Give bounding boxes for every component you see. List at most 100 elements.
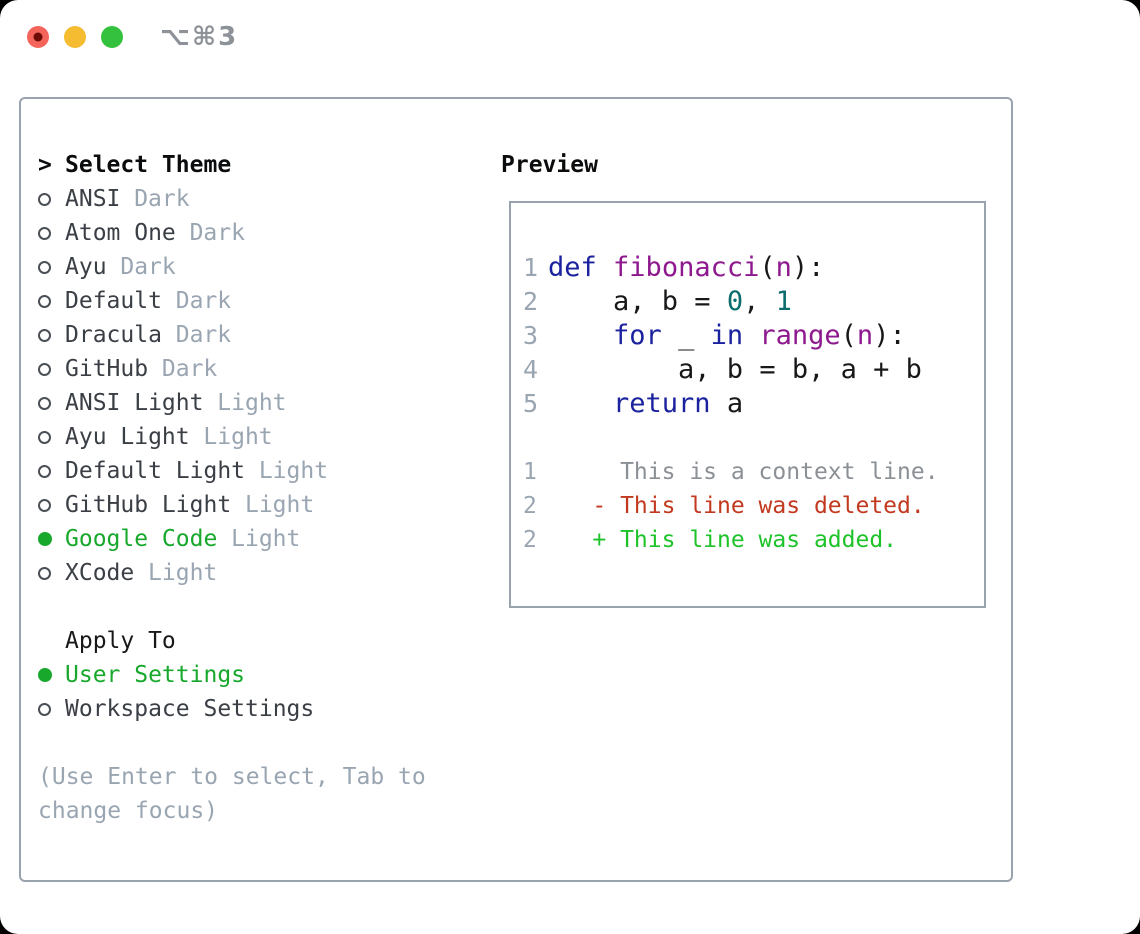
- code-token: _: [661, 320, 711, 351]
- theme-option[interactable]: Ayu Light Light: [38, 420, 328, 454]
- apply-to-label: Workspace Settings: [65, 696, 315, 722]
- code-token: ):: [791, 252, 825, 283]
- theme-name: GitHub: [65, 356, 149, 382]
- theme-name: Default: [65, 288, 162, 314]
- theme-list-title: Select Theme: [65, 152, 232, 178]
- radio-icon: [38, 362, 51, 376]
- code-line: 2 a, b = 0, 1: [523, 285, 939, 319]
- line-number: 2: [523, 287, 539, 316]
- code-line: 5 return a: [523, 387, 939, 421]
- diff-text: + This line was added.: [537, 527, 898, 553]
- theme-name: XCode: [65, 560, 135, 586]
- line-number: 2: [523, 493, 537, 519]
- theme-option[interactable]: ANSI Dark: [38, 182, 328, 216]
- theme-name: ANSI: [65, 186, 121, 212]
- theme-variant: Dark: [120, 254, 176, 280]
- line-number: 3: [523, 321, 539, 350]
- radio-selected-icon: [38, 668, 52, 682]
- theme-option[interactable]: Google Code Light: [38, 522, 328, 556]
- radio-icon: [38, 464, 51, 478]
- radio-icon: [38, 192, 51, 206]
- code-token: 1: [775, 286, 792, 317]
- theme-option[interactable]: Default Dark: [38, 284, 328, 318]
- minimize-button[interactable]: [64, 26, 86, 48]
- radio-cell: [38, 362, 52, 376]
- radio-icon: [38, 294, 51, 308]
- radio-cell: [38, 464, 52, 478]
- code-token: range: [759, 320, 841, 351]
- code-token: ,: [743, 286, 776, 317]
- apply-to-title: Apply To: [65, 628, 176, 654]
- traffic-lights: [27, 26, 123, 48]
- radio-icon: [38, 396, 51, 410]
- code-token: [548, 320, 613, 351]
- theme-variant: Dark: [175, 322, 232, 348]
- theme-variant: Light: [148, 560, 218, 586]
- blank-line: [523, 421, 939, 455]
- diff-text: - This line was deleted.: [537, 493, 925, 519]
- theme-name: Ayu Light: [65, 424, 190, 450]
- code-token: a, b =: [548, 286, 727, 317]
- line-number: 2: [523, 527, 537, 553]
- theme-variant: Light: [258, 458, 329, 484]
- theme-name: GitHub Light: [65, 492, 232, 518]
- code-token: [743, 320, 759, 351]
- radio-cell: [38, 226, 52, 240]
- apply-to-option[interactable]: Workspace Settings: [38, 692, 314, 726]
- radio-icon: [38, 328, 51, 342]
- radio-icon: [38, 702, 51, 716]
- radio-cell: [38, 396, 52, 410]
- code-token: in: [710, 320, 744, 351]
- close-button[interactable]: [27, 26, 49, 48]
- zoom-button[interactable]: [101, 26, 123, 48]
- theme-variant: Dark: [161, 356, 218, 382]
- radio-cell: [38, 532, 52, 546]
- line-number: 1: [523, 253, 539, 282]
- theme-variant: Dark: [134, 186, 190, 212]
- code-token: [548, 388, 613, 419]
- theme-option[interactable]: GitHub Dark: [38, 352, 328, 386]
- radio-cell: [38, 260, 52, 274]
- diff-line-added: 2 + This line was added.: [523, 523, 939, 557]
- code-token: ):: [873, 320, 906, 351]
- code-token: (: [759, 252, 776, 283]
- theme-list-header: > Select Theme: [38, 148, 328, 182]
- theme-name: Google Code: [65, 526, 218, 552]
- theme-variant: Light: [231, 526, 301, 552]
- code-token: def: [548, 252, 597, 283]
- diff-line-context: 1 This is a context line.: [523, 455, 939, 489]
- theme-variant: Light: [217, 390, 287, 416]
- theme-name: Dracula: [65, 322, 162, 348]
- radio-cell: [38, 430, 52, 444]
- theme-option[interactable]: Dracula Dark: [38, 318, 328, 352]
- radio-icon: [38, 566, 51, 580]
- radio-cell: [38, 498, 52, 512]
- theme-variant: Light: [203, 424, 273, 450]
- diff-text: This is a context line.: [537, 459, 939, 485]
- code-token: fibonacci: [613, 252, 760, 283]
- code-token: n: [856, 320, 874, 351]
- radio-icon: [38, 226, 51, 240]
- code-token: a, b = b, a + b: [548, 354, 922, 385]
- theme-name: ANSI Light: [65, 390, 204, 416]
- radio-cell: [38, 566, 52, 580]
- theme-variant: Dark: [175, 288, 232, 314]
- theme-option[interactable]: ANSI Light Light: [38, 386, 328, 420]
- apply-to-option[interactable]: User Settings: [38, 658, 314, 692]
- radio-cell: [38, 702, 52, 716]
- theme-name: Atom One: [65, 220, 176, 246]
- radio-icon: [38, 260, 51, 274]
- theme-option[interactable]: XCode Light: [38, 556, 328, 590]
- radio-icon: [38, 498, 51, 512]
- title-bar: ⌥⌘3: [0, 0, 1140, 75]
- line-number: 1: [523, 459, 537, 485]
